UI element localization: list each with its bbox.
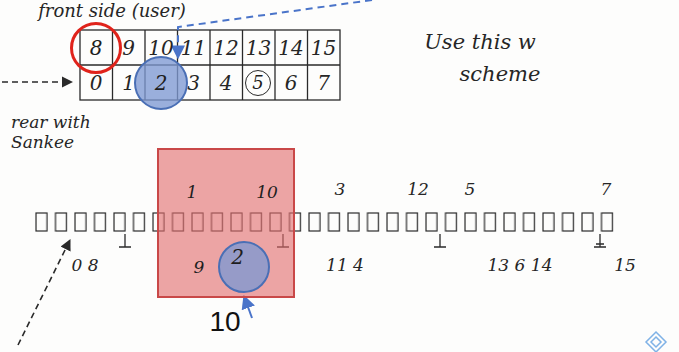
table-cell: 11	[181, 37, 206, 60]
note-text: Use this w	[424, 30, 536, 54]
slot-number: 11 4	[326, 256, 364, 276]
pen-circle: 5	[245, 70, 271, 96]
box-number: 8	[90, 38, 103, 58]
table-cell: 13	[246, 37, 271, 60]
highlight-circle: 2	[134, 56, 188, 110]
table-cell: 3	[187, 72, 200, 95]
connector-slots	[35, 212, 620, 232]
box-number: 2	[155, 73, 168, 93]
pointer-arrow	[18, 240, 70, 345]
box-number: 10	[256, 184, 278, 201]
highlight-arrow	[178, 0, 372, 58]
table-cell: 1	[122, 72, 135, 95]
table-cell: 12	[213, 37, 238, 60]
slot-number: 7	[601, 180, 612, 200]
note-text: rear with Sankee	[11, 113, 99, 152]
table-cell: 14	[278, 37, 303, 60]
slot-number: 12	[407, 180, 429, 200]
box-number: 9	[194, 259, 205, 276]
table-cell: 6	[285, 72, 298, 95]
slot-table	[80, 30, 340, 100]
slot-number: 15	[614, 256, 636, 276]
highlight-box: 1 10 9 2	[157, 148, 295, 298]
table-cell: 15	[311, 37, 336, 60]
slot-number: 3	[335, 180, 346, 200]
box-number: 5	[252, 74, 263, 92]
page-number: 10	[209, 306, 240, 338]
table-cell: 0	[90, 72, 103, 95]
highlight-circle: 8	[70, 22, 122, 74]
pointer-arrow	[2, 81, 72, 83]
highlight-arrow	[244, 296, 252, 318]
note-text: scheme	[460, 62, 541, 86]
highlight-circle: 2	[218, 241, 270, 293]
slot-number: 0 8	[71, 256, 98, 276]
box-number: 1	[187, 184, 198, 201]
box-number: 2	[231, 247, 244, 267]
note-heading: front side (user)	[38, 1, 186, 22]
slot-number: 5	[465, 180, 476, 200]
table-cell: 7	[317, 72, 330, 95]
table-cell: 9	[122, 37, 135, 60]
table-cell: 4	[220, 72, 233, 95]
diamond-icon	[646, 332, 666, 352]
slot-number: 13 6 14	[488, 256, 553, 276]
